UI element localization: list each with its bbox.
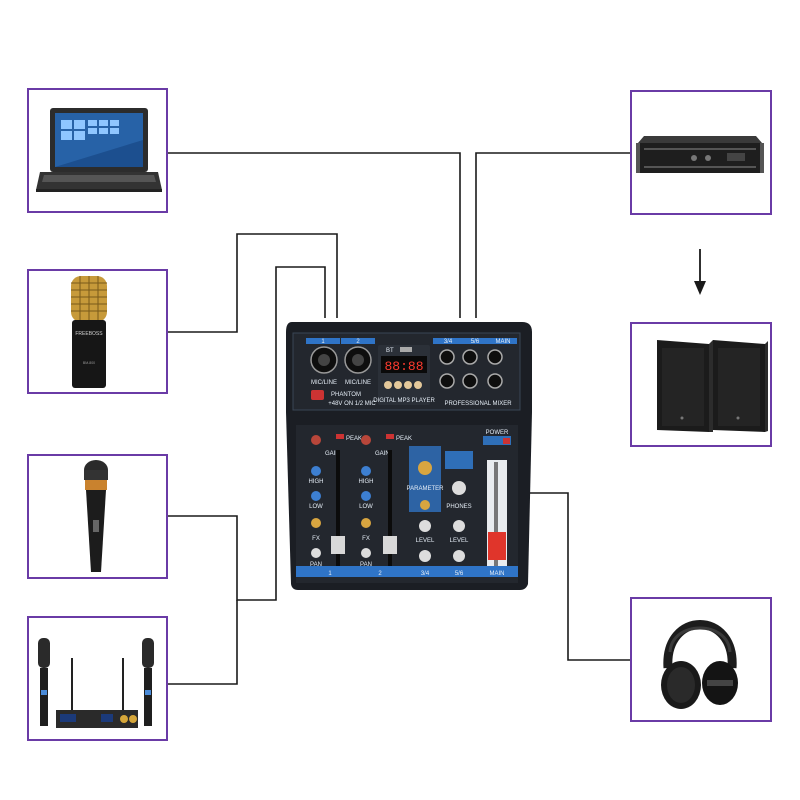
- ch1-gain-label: GAIN: [325, 451, 340, 457]
- laptop-wire: [168, 152, 461, 318]
- ch2-gain-label: GAIN: [375, 451, 390, 457]
- laptop-icon: [36, 108, 162, 192]
- mic-model-label: BM-800: [83, 361, 95, 365]
- wireless-mic-wire: [168, 600, 238, 685]
- ch56-top-label: 5/6: [471, 339, 480, 345]
- down-arrow: [694, 249, 706, 295]
- phantom-label: PHANTOM: [331, 392, 361, 398]
- headphones-icon: [661, 620, 738, 709]
- main-bottom-label: MAIN: [490, 571, 505, 577]
- ch34-level-label: LEVEL: [416, 538, 435, 544]
- ch1-peak-label: PEAK: [346, 436, 362, 442]
- mp3-title-label: DIGITAL MP3 PLAYER: [373, 398, 435, 404]
- ch1-bottom-label: 1: [328, 571, 332, 577]
- mixer-icon: 1 2 3/4 5/6 MAIN MIC/LINE MIC/LINE PHANT…: [286, 322, 532, 590]
- power-amplifier-icon: [636, 136, 764, 173]
- ch34-top-label: 3/4: [444, 339, 453, 345]
- ch2-input-label: MIC/LINE: [345, 380, 371, 386]
- main-top-label: MAIN: [496, 339, 511, 345]
- ch2-fx-label: FX: [362, 536, 370, 542]
- mp3-display: 88:88: [384, 359, 423, 374]
- mic-brand-label: FREEBOSS: [75, 331, 103, 337]
- phantom-detail-label: +48V ON 1/2 MIC: [328, 401, 376, 407]
- bt-label: BT: [386, 348, 394, 354]
- parameter-label: PARAMETER: [407, 486, 445, 492]
- ch1-low-label: LOW: [309, 504, 323, 510]
- handheld-mic-icon: [84, 460, 108, 572]
- ch2-peak-label: PEAK: [396, 436, 412, 442]
- ch1-high-label: HIGH: [309, 479, 324, 485]
- ch1-pan-label: PAN: [310, 562, 322, 568]
- amplifier-wire: [475, 152, 630, 318]
- ch1-top-label: 1: [321, 339, 325, 345]
- ch56-bottom-label: 5/6: [455, 571, 464, 577]
- ch56-level-label: LEVEL: [450, 538, 469, 544]
- ch2-low-label: LOW: [359, 504, 373, 510]
- ch2-pan-label: PAN: [360, 562, 372, 568]
- ch2-bottom-label: 2: [378, 571, 382, 577]
- ch1-fx-label: FX: [312, 536, 320, 542]
- ch2-top-label: 2: [356, 339, 360, 345]
- headphones-frame: [630, 597, 772, 722]
- ch1-input-label: MIC/LINE: [311, 380, 337, 386]
- speakers-icon: [657, 340, 768, 432]
- channel-1-strip: PEAK GAIN HIGH LOW FX PAN: [309, 434, 362, 568]
- ch2-high-label: HIGH: [359, 479, 374, 485]
- pro-mixer-label: PROFESSIONAL MIXER: [444, 401, 512, 407]
- condenser-mic-icon: FREEBOSS BM-800: [71, 276, 107, 388]
- phones-label: PHONES: [446, 504, 471, 510]
- handheld-mic-wire: [168, 266, 326, 601]
- channel-2-strip: PEAK GAIN HIGH LOW FX PAN: [359, 434, 412, 568]
- connection-wires: [168, 152, 630, 685]
- condenser-mic-wire: [168, 233, 338, 333]
- wireless-mic-system-icon: [38, 638, 154, 728]
- ch34-bottom-label: 3/4: [421, 571, 430, 577]
- power-label: POWER: [486, 430, 509, 436]
